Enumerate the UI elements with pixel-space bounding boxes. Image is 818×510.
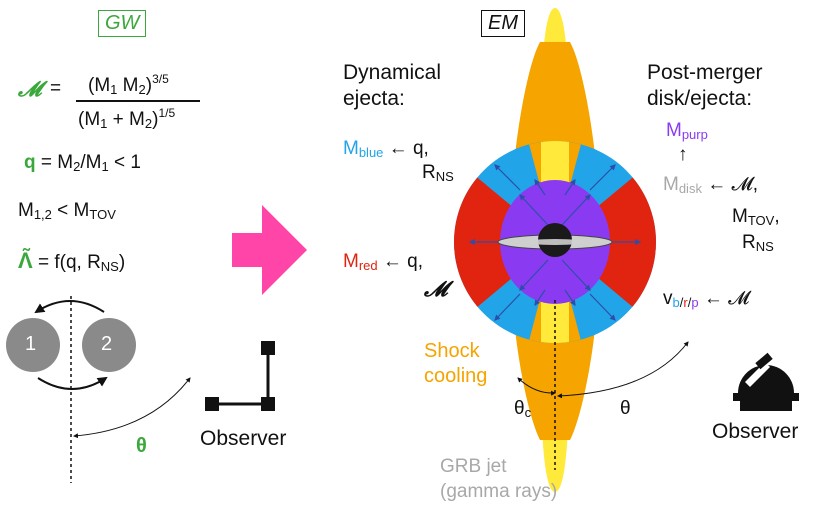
star-2 [82, 318, 136, 372]
tidal-deformability-eq: Λ̃ = f(q, RNS) [18, 248, 126, 274]
orbit-arrow-top [34, 300, 105, 314]
expansion-arrows [468, 164, 642, 321]
em-observer-label: Observer [712, 420, 799, 443]
gw-theta-arc [73, 377, 191, 439]
chirp-numerator: (M1 M2)3/5 [88, 72, 169, 97]
tov-condition: M1,2 < MTOV [18, 200, 116, 222]
m-blue-label: Mblue ← q, [343, 138, 429, 160]
chirp-denominator: (M1 + M2)1/5 [78, 106, 176, 131]
em-tag: EM [481, 10, 525, 37]
mass-ratio-eq: q = M2/M1 < 1 [24, 152, 141, 174]
gw-observer-label: Observer [200, 427, 287, 450]
detector-corner [261, 397, 275, 411]
theta-c-arc [517, 377, 556, 396]
shock-cone-top [515, 42, 595, 155]
orbit-arrow-bottom [37, 376, 108, 390]
m-disk-label: Mdisk ← 𝓜, [663, 174, 759, 196]
grb-jet-label: GRB jet(gamma rays) [440, 456, 558, 502]
em-theta-label: θ [620, 398, 631, 419]
em-theta-arc [557, 341, 689, 399]
chirp-eq-sign: = [50, 78, 62, 99]
gw-theta-label: θ [136, 435, 147, 457]
chirp-mass-symbol: 𝓜 [18, 76, 42, 101]
rns-dependency: RNS [742, 232, 774, 254]
detector-mirror-top [261, 341, 275, 355]
star-1-label: 1 [25, 333, 37, 355]
m-blue-dependency-rns: RNS [422, 162, 454, 184]
velocity-label: vb/r/p ← 𝓜 [663, 288, 750, 310]
m-purp-label: Mpurp [666, 120, 708, 142]
detector-mirror-left [205, 397, 219, 411]
fraction-bar [76, 100, 200, 102]
up-arrow: ↑ [678, 144, 688, 165]
theta-c-label: θc [514, 398, 532, 420]
m-red-label: Mred ← q, [343, 251, 424, 273]
star-2-label: 2 [101, 333, 113, 355]
gw-tag: GW [98, 10, 147, 37]
telescope-icon [733, 352, 799, 411]
m-red-dependency-chirp: 𝓜 [424, 276, 448, 301]
star-1 [6, 318, 60, 372]
m-tov-dependency: MTOV, [732, 206, 780, 228]
transition-arrow [232, 205, 307, 295]
